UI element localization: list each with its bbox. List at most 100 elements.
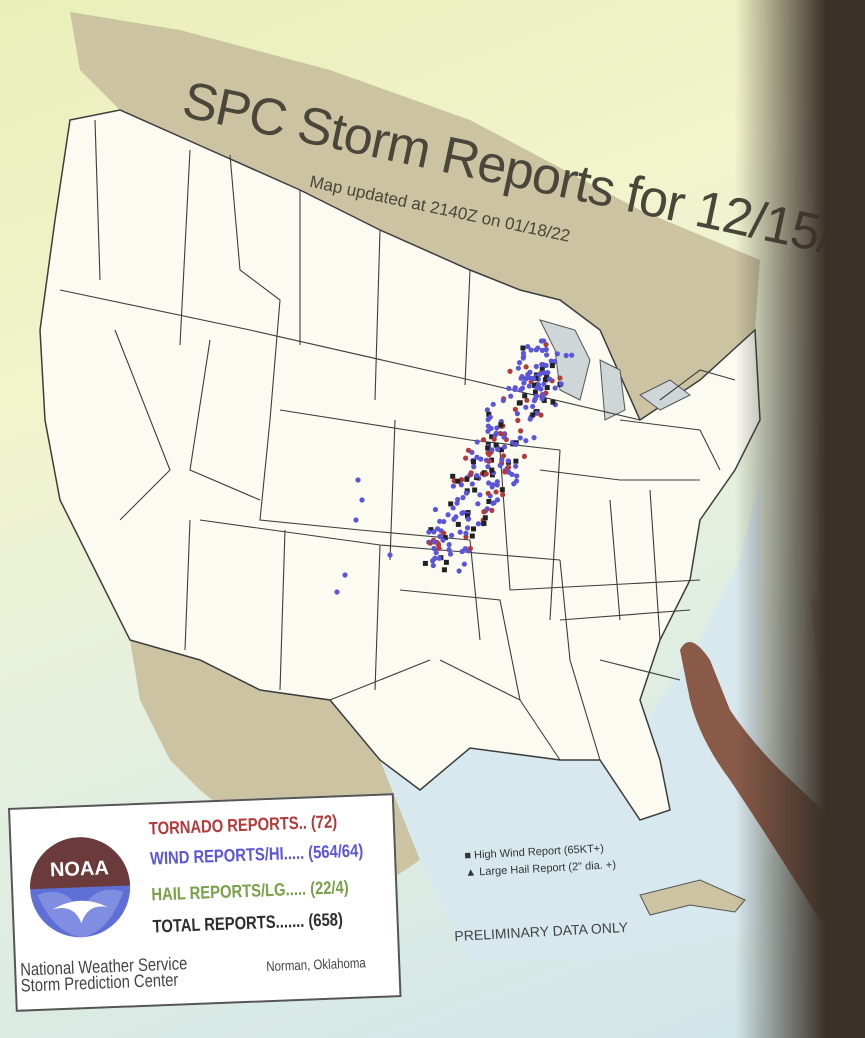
wind-report-marker — [441, 518, 447, 525]
wind-report-marker — [475, 501, 481, 507]
wind-report-marker — [485, 423, 491, 429]
wind-report-marker — [463, 530, 469, 536]
wind-report-marker — [497, 462, 503, 468]
wind-report-marker — [543, 362, 549, 369]
high-wind-marker — [482, 515, 488, 521]
legend-box: NOAA TORNADO REPORTS.. (72) WIND REPORTS… — [8, 793, 402, 1012]
wind-report-marker — [541, 370, 547, 376]
wind-report-marker — [517, 435, 523, 441]
tornado-report-marker — [502, 469, 508, 475]
tornado-reports-label: TORNADO REPORTS.. (72) — [148, 811, 338, 839]
wind-reports-label: WIND REPORTS/HI..... (564/64) — [149, 840, 364, 869]
report-markers — [334, 338, 575, 595]
wind-report-marker — [526, 383, 532, 389]
high-wind-marker — [513, 458, 519, 464]
high-wind-marker — [544, 373, 550, 379]
tornado-report-marker — [435, 542, 442, 548]
wind-report-marker — [459, 510, 465, 516]
wind-report-marker — [484, 506, 490, 512]
wind-report-marker — [489, 447, 495, 453]
tornado-report-marker — [507, 368, 513, 374]
high-wind-marker — [450, 473, 456, 479]
tornado-report-marker — [500, 453, 507, 459]
high-wind-marker — [469, 533, 475, 539]
wind-report-marker — [474, 439, 480, 445]
wind-report-marker — [546, 376, 553, 382]
wind-report-marker — [527, 416, 533, 422]
agency-name: National Weather Service Storm Predictio… — [20, 953, 188, 996]
wind-report-marker — [506, 385, 512, 392]
high-wind-marker — [549, 363, 555, 369]
tornado-report-marker — [524, 397, 530, 403]
wind-report-marker — [534, 410, 540, 416]
tornado-report-marker — [557, 375, 563, 381]
high-wind-marker — [455, 478, 461, 484]
wind-report-marker — [454, 500, 460, 506]
wind-report-marker — [509, 471, 515, 478]
high-wind-marker — [532, 382, 538, 388]
wind-report-marker — [545, 370, 551, 376]
wind-report-marker — [433, 550, 439, 556]
state-borders — [59, 119, 736, 761]
wind-report-marker — [446, 547, 452, 553]
wind-report-marker — [514, 473, 520, 479]
wind-report-marker — [494, 497, 501, 503]
wind-report-marker — [494, 425, 500, 431]
ocean-water — [380, 480, 760, 960]
high-wind-marker — [499, 487, 505, 493]
wind-report-marker — [505, 458, 511, 464]
tornado-report-marker — [441, 530, 447, 536]
high-wind-marker — [464, 513, 470, 519]
wind-report-marker — [531, 435, 537, 441]
high-wind-marker — [422, 560, 428, 566]
agency-line-2: Storm Prediction Center — [20, 969, 179, 996]
great-lakes — [539, 319, 691, 421]
wind-report-marker — [569, 352, 575, 358]
wind-report-marker — [446, 541, 452, 548]
wind-report-marker — [512, 386, 518, 393]
wind-report-marker — [515, 365, 521, 371]
wind-report-marker — [484, 407, 490, 413]
tornado-report-marker — [481, 509, 487, 515]
tornado-report-marker — [512, 406, 518, 412]
wind-report-marker — [456, 568, 462, 574]
wind-report-marker — [359, 497, 365, 503]
wind-report-marker — [499, 457, 505, 463]
high-wind-marker — [522, 393, 528, 399]
wind-report-marker — [431, 539, 437, 545]
wind-report-marker — [426, 529, 432, 535]
wind-report-marker — [430, 562, 436, 569]
wind-report-marker — [535, 345, 541, 351]
high-wind-marker — [539, 366, 545, 372]
wind-report-marker — [387, 552, 393, 558]
tornado-report-marker — [497, 430, 503, 437]
wind-report-marker — [543, 346, 549, 353]
wind-report-marker — [436, 555, 442, 561]
wind-report-marker — [478, 456, 484, 462]
wind-report-marker — [539, 347, 545, 353]
wind-report-marker — [513, 478, 520, 484]
wind-report-marker — [431, 545, 437, 552]
high-wind-marker — [428, 527, 434, 533]
wind-report-marker — [520, 355, 526, 361]
high-wind-marker — [448, 501, 454, 507]
wind-report-marker — [493, 430, 499, 436]
noaa-logo-text: NOAA — [50, 857, 110, 881]
wind-report-marker — [487, 414, 493, 420]
high-wind-marker — [541, 397, 547, 403]
wind-report-marker — [490, 500, 496, 506]
wind-report-marker — [538, 338, 545, 344]
wind-report-marker — [477, 492, 483, 498]
wind-report-marker — [495, 446, 501, 453]
high-wind-marker — [486, 499, 492, 505]
tornado-report-marker — [493, 489, 499, 495]
wind-report-marker — [527, 375, 534, 381]
tornado-report-marker — [480, 437, 487, 443]
high-wind-marker — [498, 447, 504, 453]
wind-report-marker — [500, 397, 506, 404]
high-wind-marker — [489, 467, 495, 473]
wind-report-marker — [523, 438, 529, 444]
wind-report-marker — [563, 352, 569, 359]
tornado-report-marker — [486, 458, 492, 464]
